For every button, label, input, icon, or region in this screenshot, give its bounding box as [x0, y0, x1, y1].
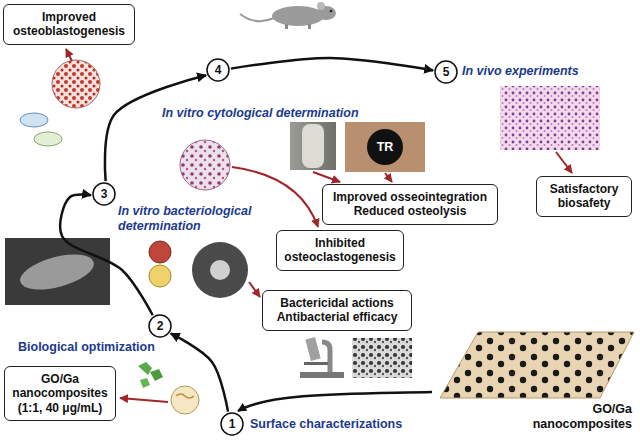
inhibition-zone	[210, 260, 230, 280]
outcome-box: Bactericidal actionsAntibacterial effica…	[262, 290, 412, 331]
box-text: Antibacterial efficacy	[269, 310, 405, 324]
organ-histology	[500, 86, 600, 150]
mouse-tail	[240, 14, 274, 21]
circle-shape	[221, 413, 243, 435]
box-text: Reduced osteolysis	[329, 204, 491, 218]
microscope-illustration	[300, 337, 344, 378]
petri-dish	[171, 386, 199, 414]
mouse-body	[272, 6, 324, 26]
box-text: Bactericidal actions	[269, 296, 405, 310]
alizarin-stain-dish	[52, 60, 100, 108]
cell	[138, 362, 152, 375]
tem-image	[352, 338, 412, 378]
bone-shape	[302, 124, 324, 168]
bacteria-streak	[176, 394, 194, 398]
microscope-arm	[322, 342, 330, 372]
step-number-text: 3	[92, 182, 116, 206]
step-title: In vitro bacteriological determination	[118, 204, 296, 234]
mouse-ear	[317, 2, 325, 10]
box-text: Satisfactory biosafety	[543, 182, 625, 211]
step-number-text: 4	[206, 58, 230, 82]
microscope-base	[300, 372, 344, 378]
step-number: 2	[148, 314, 172, 338]
result-arrow	[556, 152, 572, 173]
result-arrow	[313, 172, 340, 182]
box-text: Improved osteoblastogenesis	[10, 10, 128, 39]
histology-section	[345, 122, 425, 172]
step-title: Biological optimization	[18, 340, 155, 355]
step-number: 1	[220, 412, 244, 436]
step-number-text: 1	[220, 412, 244, 436]
inhibition-zone-plate	[192, 242, 248, 298]
graphene-sheet	[440, 332, 634, 398]
culture-plate	[34, 132, 62, 146]
step-number: 4	[206, 58, 230, 82]
circle-shape	[435, 61, 457, 83]
flow-arrow	[105, 75, 206, 181]
agar-plate	[149, 241, 171, 263]
result-arrow	[249, 282, 260, 297]
bacterium	[16, 248, 97, 297]
micro-ct-image	[290, 122, 336, 170]
outcome-box: GO/Ga nanocomposites (1:1, 40 μg/mL)	[4, 366, 116, 421]
outcome-box: Improved osteoblastogenesis	[3, 4, 135, 45]
step-number-text: 2	[148, 314, 172, 338]
box-text: Improved osseointegration	[329, 190, 491, 204]
circle-shape	[93, 183, 115, 205]
result-arrow	[66, 49, 72, 61]
circle-shape	[207, 59, 229, 81]
flow-arrow	[231, 58, 433, 70]
microscope-stage	[304, 362, 328, 365]
mouse-eye	[330, 10, 333, 13]
mouse-illustration	[240, 2, 336, 29]
flow-arrow	[238, 392, 432, 411]
step-number: 3	[92, 182, 116, 206]
sem-image	[5, 238, 110, 305]
step-number-text: 5	[434, 60, 458, 84]
outcome-box: Inhibited osteoclastogenesis	[276, 230, 404, 271]
mouse-leg	[308, 24, 311, 29]
result-arrow	[385, 173, 392, 182]
cell	[150, 369, 163, 381]
implant-hole	[367, 129, 403, 165]
circle-shape	[149, 315, 171, 337]
microscope-tube	[305, 337, 320, 361]
cells-illustration	[138, 362, 163, 388]
culture-plate	[20, 113, 48, 127]
box-text: Inhibited osteoclastogenesis	[283, 236, 397, 265]
step-title: In vitro cytological determination	[162, 106, 359, 121]
sheet-label: GO/Ga nanocomposites	[522, 402, 632, 432]
mouse-leg	[285, 24, 288, 29]
image-label: TR	[373, 140, 397, 155]
cell	[140, 378, 150, 388]
result-arrow	[120, 398, 168, 402]
step-title: In vivo experiments	[462, 64, 579, 79]
agar-plate	[149, 265, 171, 287]
step-number: 5	[434, 60, 458, 84]
trap-stain-dish	[180, 140, 230, 190]
step-title: Surface characterizations	[250, 417, 402, 432]
outcome-box: Improved osseointegrationReduced osteoly…	[322, 184, 498, 225]
box-text: GO/Ga nanocomposites (1:1, 40 μg/mL)	[11, 372, 109, 415]
flow-arrow	[171, 333, 228, 411]
outcome-box: Satisfactory biosafety	[536, 176, 632, 217]
